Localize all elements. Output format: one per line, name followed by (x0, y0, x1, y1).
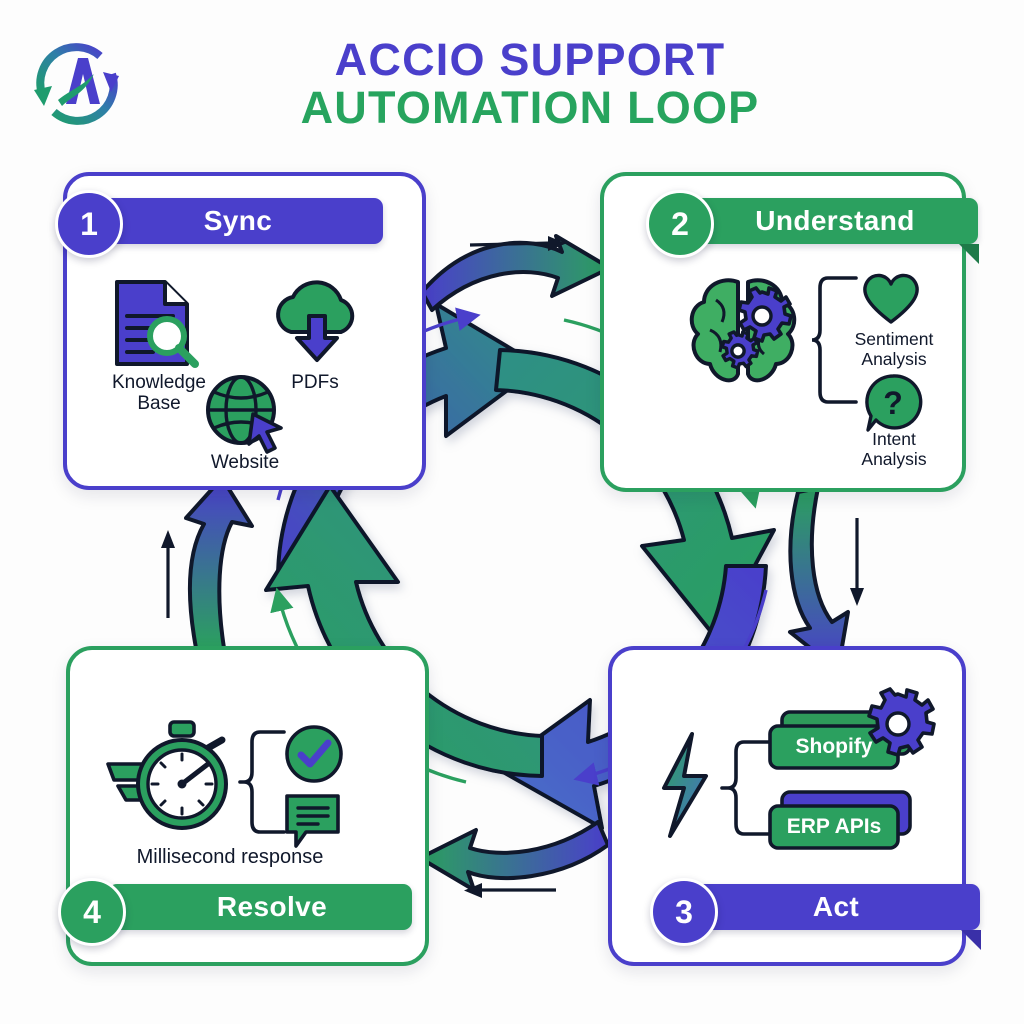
step-card-act[interactable]: Act S (608, 646, 981, 966)
step-banner-resolve: Resolve (108, 884, 412, 930)
accio-loop-logo (22, 28, 132, 138)
brace-connector (720, 738, 772, 838)
question-bubble-icon: ? (862, 372, 924, 434)
check-circle-icon (282, 722, 346, 786)
circular-automation-loop (250, 290, 790, 830)
caption-knowledge-base: Knowledge Base (89, 372, 229, 415)
erp-apis-chip-label: ERP APIs (786, 815, 882, 838)
step-card-resolve[interactable]: Resolve (66, 646, 429, 966)
winged-stopwatch-icon (104, 718, 244, 840)
globe-cursor-icon (201, 370, 287, 456)
caption-intent-analysis: Intent Analysis (826, 429, 962, 469)
banner-ribbon-tail (959, 244, 979, 264)
step-label-resolve: Resolve (216, 891, 328, 922)
brain-gears-icon (682, 268, 808, 396)
caption-website: Website (210, 452, 280, 473)
step-badge-2: 2 (646, 190, 714, 258)
step-label-understand: Understand (755, 205, 915, 236)
erp-apis-chip[interactable] (764, 786, 934, 860)
cloud-download-icon (267, 276, 363, 368)
step-banner-sync: Sync (93, 198, 383, 244)
title-line-1: ACCIO SUPPORT (334, 34, 726, 85)
svg-text:?: ? (883, 385, 903, 421)
caption-sentiment-analysis: Sentiment Analysis (826, 329, 962, 369)
step-badge-4: 4 (58, 878, 126, 946)
page-title: ACCIO SUPPORT AUTOMATION LOOP (250, 36, 810, 131)
step-label-sync: Sync (203, 205, 273, 236)
brace-connector (238, 728, 286, 838)
brace-connector (811, 274, 858, 406)
step-card-sync[interactable]: Sync Knowledge Base (63, 172, 426, 490)
caption-sentiment-l2: Analysis (861, 348, 927, 369)
caption-millisecond-response: Millisecond response (136, 846, 324, 868)
title-line-2: AUTOMATION LOOP (300, 81, 760, 133)
caption-knowledge-base-l1: Knowledge (111, 372, 207, 393)
caption-pdfs: PDFs (291, 372, 339, 393)
document-search-icon (105, 276, 203, 372)
banner-ribbon-tail (961, 930, 981, 950)
shopify-chip-label: Shopify (795, 735, 873, 758)
lightning-bolt-icon (654, 730, 716, 840)
caption-intent-l2: Analysis (861, 448, 927, 469)
gear-icon (862, 687, 936, 760)
caption-sentiment-l1: Sentiment (854, 329, 934, 349)
caption-intent-l1: Intent (872, 429, 916, 449)
step-label-act: Act (812, 891, 860, 922)
chat-bubble-icon (282, 790, 346, 852)
heart-icon (859, 268, 923, 326)
caption-knowledge-base-l2: Base (137, 393, 181, 415)
step-badge-1: 1 (55, 190, 123, 258)
step-badge-3: 3 (650, 878, 718, 946)
